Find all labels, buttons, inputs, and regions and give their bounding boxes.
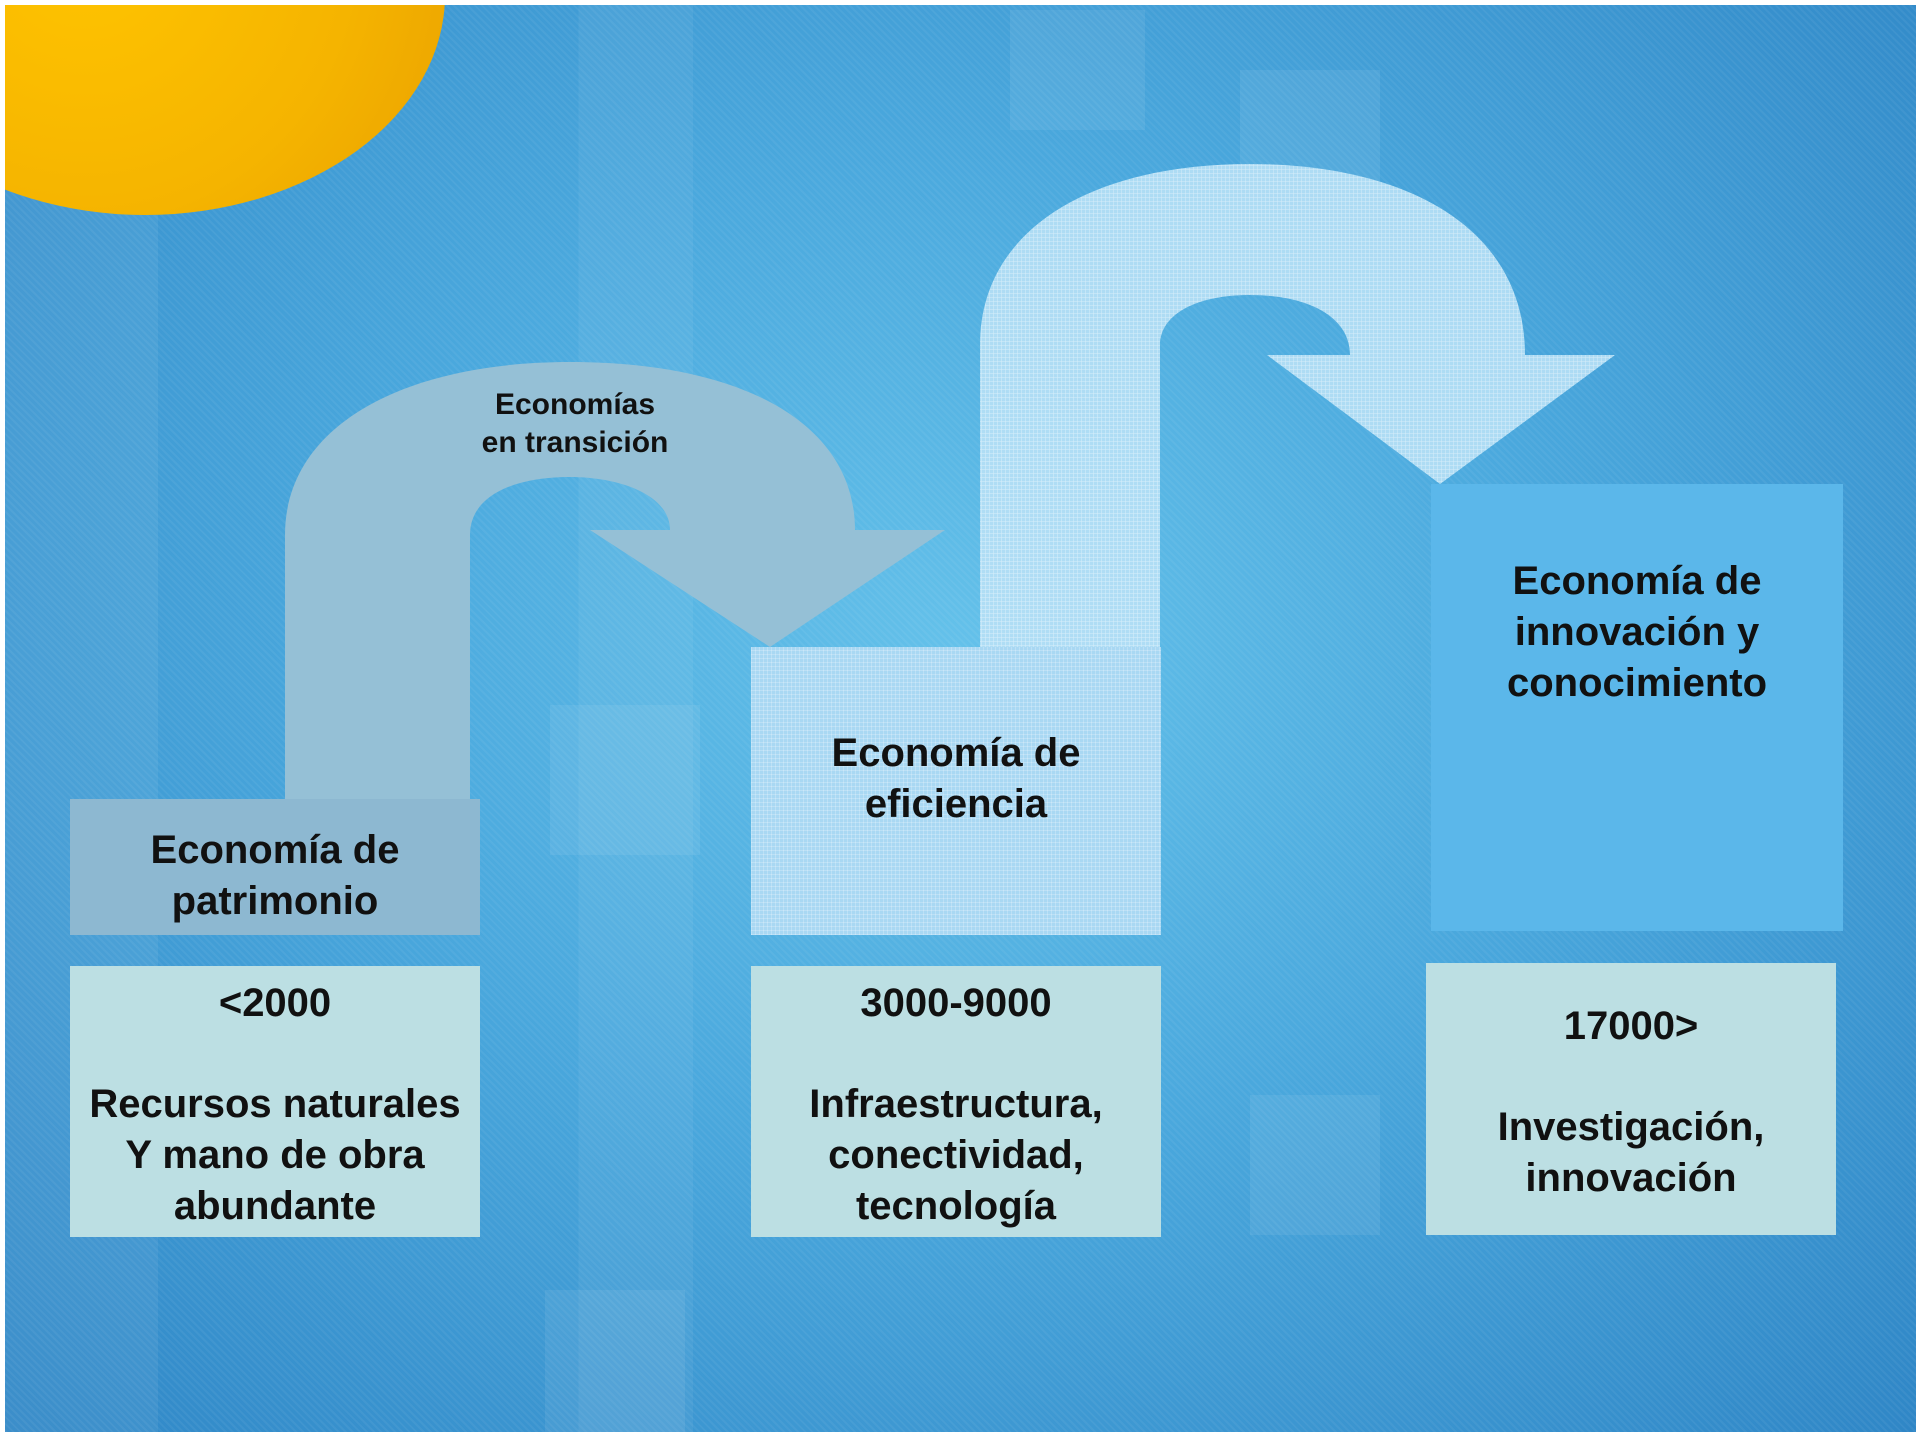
- stage-eficiencia: Economía de eficiencia: [751, 647, 1161, 935]
- transition-label: Economías en transición: [481, 388, 669, 459]
- income-range: 17000>: [1563, 1004, 1699, 1048]
- stage-title: Economía de innovación y conocimiento: [1506, 559, 1768, 705]
- info-box-eficiencia: 3000-9000 Infraestructura, conectividad,…: [751, 966, 1161, 1237]
- background-square: [550, 705, 700, 855]
- stage-innovacion: Economía de innovación y conocimiento: [1431, 484, 1843, 931]
- arrow-eficiencia-to-innovacion: [980, 164, 1615, 650]
- background-square: [1010, 10, 1145, 130]
- background-square: [545, 1290, 685, 1432]
- stage-description: Recursos naturales Y mano de obra abunda…: [89, 1082, 461, 1228]
- income-range: <2000: [218, 981, 332, 1025]
- info-box-innovacion: 17000> Investigación, innovación: [1426, 963, 1836, 1235]
- slide-background: Economías en transición Economía de patr…: [5, 5, 1916, 1432]
- info-box-patrimonio: <2000 Recursos naturales Y mano de obra …: [70, 966, 480, 1237]
- background-square: [1250, 1095, 1380, 1235]
- income-range: 3000-9000: [860, 981, 1052, 1025]
- stage-description: Investigación, innovación: [1497, 1105, 1765, 1200]
- stage-description: Infraestructura, conectividad, tecnologí…: [809, 1082, 1103, 1228]
- stage-title: Economía de eficiencia: [831, 731, 1081, 826]
- transition-arrows: [285, 164, 1615, 799]
- stage-patrimonio: Economía de patrimonio: [70, 799, 480, 935]
- stage-title: Economía de patrimonio: [150, 828, 400, 923]
- arrow-patrimonio-to-eficiencia: [285, 362, 945, 799]
